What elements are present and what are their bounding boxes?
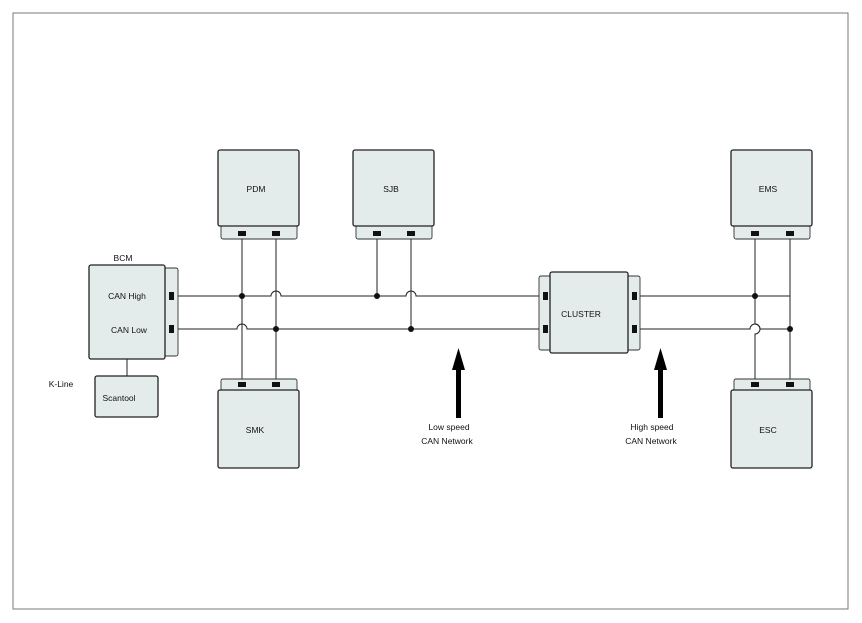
junction-dot	[752, 293, 758, 299]
can-high-wire-low-speed	[175, 290, 543, 297]
cluster-pin	[632, 325, 637, 333]
k-line-label: K-Line	[49, 379, 74, 389]
esc-pin	[786, 382, 794, 387]
scantool-body	[94, 375, 159, 418]
cluster-pin	[543, 292, 548, 300]
bcm-body	[88, 264, 166, 360]
bcm-pin	[169, 325, 174, 333]
can-low-wire-high-speed	[637, 323, 790, 330]
high-speed-label-line1: High speed	[630, 422, 673, 432]
pdm-label: PDM	[247, 184, 266, 194]
can-low-wire-low-speed	[175, 323, 543, 330]
cluster-body	[549, 271, 629, 354]
ems-label: EMS	[759, 184, 778, 194]
low-speed-arrow	[452, 348, 465, 418]
scantool-label: Scantool	[102, 393, 135, 403]
bcm-title: BCM	[114, 253, 133, 263]
sjb-label: SJB	[383, 184, 399, 194]
bcm-module: BCM CAN High CAN Low	[88, 253, 179, 360]
esc-label: ESC	[759, 425, 776, 435]
sjb-pin	[407, 231, 415, 236]
pdm-pin	[238, 231, 246, 236]
cluster-module: CLUSTER	[538, 271, 641, 354]
high-speed-arrow	[654, 348, 667, 418]
smk-pin	[238, 382, 246, 387]
bcm-can-high-label: CAN High	[108, 291, 146, 301]
pdm-body	[217, 149, 300, 227]
smk-label: SMK	[246, 425, 265, 435]
esc-module: ESC	[730, 378, 813, 469]
sjb-body	[352, 149, 435, 227]
high-speed-label-line2: CAN Network	[625, 436, 677, 446]
sjb-module: SJB	[352, 149, 435, 240]
cluster-label: CLUSTER	[561, 309, 601, 319]
junction-dot	[273, 326, 279, 332]
ems-high-stub	[754, 234, 761, 384]
junction-dot	[787, 326, 793, 332]
ems-body	[730, 149, 813, 227]
bcm-pin	[169, 292, 174, 300]
pdm-module: PDM	[217, 149, 300, 240]
scantool-module: Scantool	[94, 375, 159, 418]
smk-module: SMK	[217, 378, 300, 469]
junction-dot	[408, 326, 414, 332]
smk-pin	[272, 382, 280, 387]
ems-module: EMS	[730, 149, 813, 240]
sjb-pin	[373, 231, 381, 236]
ems-pin	[751, 231, 759, 236]
pdm-pin	[272, 231, 280, 236]
esc-pin	[751, 382, 759, 387]
bcm-can-low-label: CAN Low	[111, 325, 148, 335]
low-speed-label-line2: CAN Network	[421, 436, 473, 446]
ems-pin	[786, 231, 794, 236]
cluster-pin	[632, 292, 637, 300]
junction-dot	[374, 293, 380, 299]
junction-dot	[239, 293, 245, 299]
diagram-frame	[12, 12, 849, 610]
esc-body	[730, 389, 813, 469]
low-speed-label-line1: Low speed	[428, 422, 469, 432]
cluster-pin	[543, 325, 548, 333]
bcm-connector	[163, 267, 179, 357]
smk-body	[217, 389, 300, 469]
